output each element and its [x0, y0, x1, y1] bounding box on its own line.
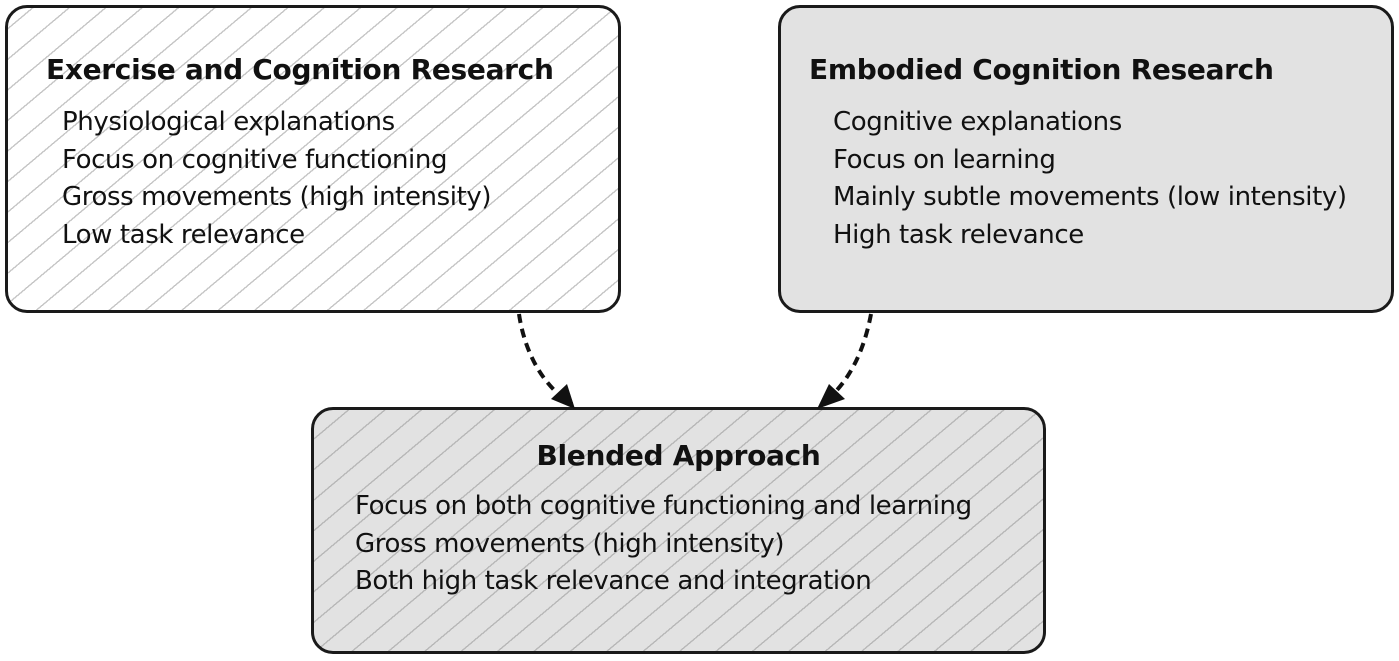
blended-approach-item: Gross movements (high intensity)	[355, 528, 785, 559]
blended-approach-box: Blended Approach Focus on both cognitive…	[311, 407, 1046, 654]
exercise-cognition-item: Gross movements (high intensity)	[62, 182, 492, 212]
exercise-cognition-title: Exercise and Cognition Research	[46, 53, 554, 86]
exercise-cognition-list: Physiological explanations Focus on cogn…	[62, 104, 492, 254]
embodied-cognition-title: Embodied Cognition Research	[809, 53, 1274, 86]
arrowhead-exercise-to-blended	[551, 384, 575, 409]
embodied-cognition-list: Cognitive explanations Focus on learning…	[833, 104, 1347, 254]
exercise-cognition-item: Focus on cognitive functioning	[62, 144, 448, 175]
blended-approach-list: Focus on both cognitive functioning and …	[355, 488, 972, 601]
exercise-cognition-item: Low task relevance	[62, 219, 305, 250]
blended-approach-item: Focus on both cognitive functioning and …	[355, 491, 972, 521]
embodied-cognition-item: Cognitive explanations	[833, 107, 1122, 137]
exercise-cognition-item: Physiological explanations	[62, 107, 395, 137]
arrowhead-embodied-to-blended	[817, 384, 845, 409]
embodied-cognition-item: Focus on learning	[833, 144, 1056, 175]
blended-approach-title: Blended Approach	[536, 439, 821, 472]
embodied-cognition-item: High task relevance	[833, 219, 1084, 250]
exercise-cognition-box: Exercise and Cognition Research Physiolo…	[5, 5, 621, 313]
embodied-cognition-item: Mainly subtle movements (low intensity)	[833, 182, 1347, 212]
embodied-cognition-box: Embodied Cognition Research Cognitive ex…	[778, 5, 1394, 313]
blended-approach-item: Both high task relevance and integration	[355, 566, 872, 596]
